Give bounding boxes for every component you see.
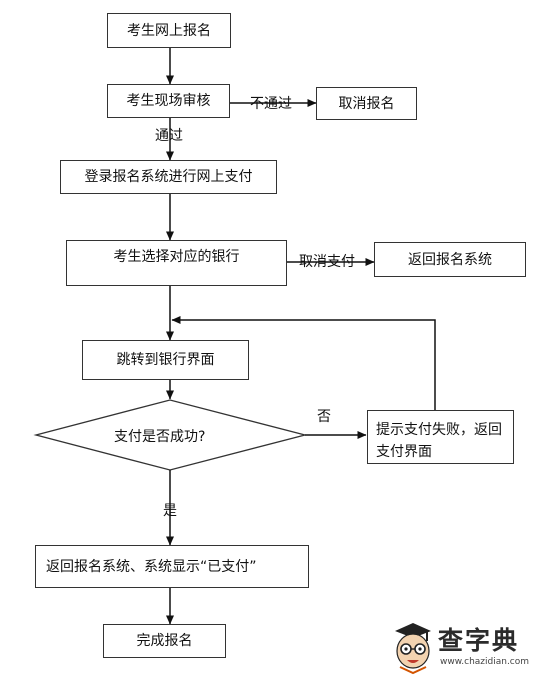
step-select-bank-label: 考生选择对应的银行 (113, 249, 240, 265)
watermark-title: 查字典 (438, 626, 520, 655)
watermark: 查字典 www.chazidian.com (390, 617, 548, 677)
label-no: 否 (317, 409, 331, 425)
cancel-registration-box: 取消报名 (316, 87, 417, 120)
step-select-bank: 考生选择对应的银行 (66, 240, 287, 286)
step-onsite-review-label: 考生现场审核 (126, 93, 211, 109)
cancel-registration-label: 取消报名 (338, 95, 395, 112)
step-bank-page: 跳转到银行界面 (82, 340, 249, 380)
label-not-pass: 不通过 (250, 96, 292, 112)
step-return-paid-label: 返回报名系统、系统显示“已支付” (46, 558, 257, 575)
step-complete-label: 完成报名 (136, 633, 193, 649)
step-return-paid: 返回报名系统、系统显示“已支付” (35, 545, 309, 588)
mascot-icon (395, 623, 431, 675)
step-online-registration-label: 考生网上报名 (127, 22, 211, 39)
payment-failed-label: 提示支付失败，返回支付界面 (376, 422, 502, 460)
payment-failed-box: 提示支付失败，返回支付界面 (367, 410, 514, 464)
step-bank-page-label: 跳转到银行界面 (116, 352, 215, 368)
loop-back-line (171, 316, 436, 410)
step-complete: 完成报名 (103, 624, 226, 658)
return-system-label: 返回报名系统 (408, 251, 492, 268)
return-system-box: 返回报名系统 (374, 242, 526, 277)
step-online-payment-label: 登录报名系统进行网上支付 (84, 169, 253, 185)
label-cancel-payment: 取消支付 (299, 254, 355, 270)
step-online-registration: 考生网上报名 (107, 13, 231, 48)
step-online-payment: 登录报名系统进行网上支付 (60, 160, 277, 194)
decision-label: 支付是否成功? (114, 429, 206, 445)
watermark-url: www.chazidian.com (440, 657, 530, 667)
label-pass: 通过 (155, 128, 183, 144)
label-yes: 是 (163, 503, 177, 519)
step-onsite-review: 考生现场审核 (107, 84, 230, 118)
